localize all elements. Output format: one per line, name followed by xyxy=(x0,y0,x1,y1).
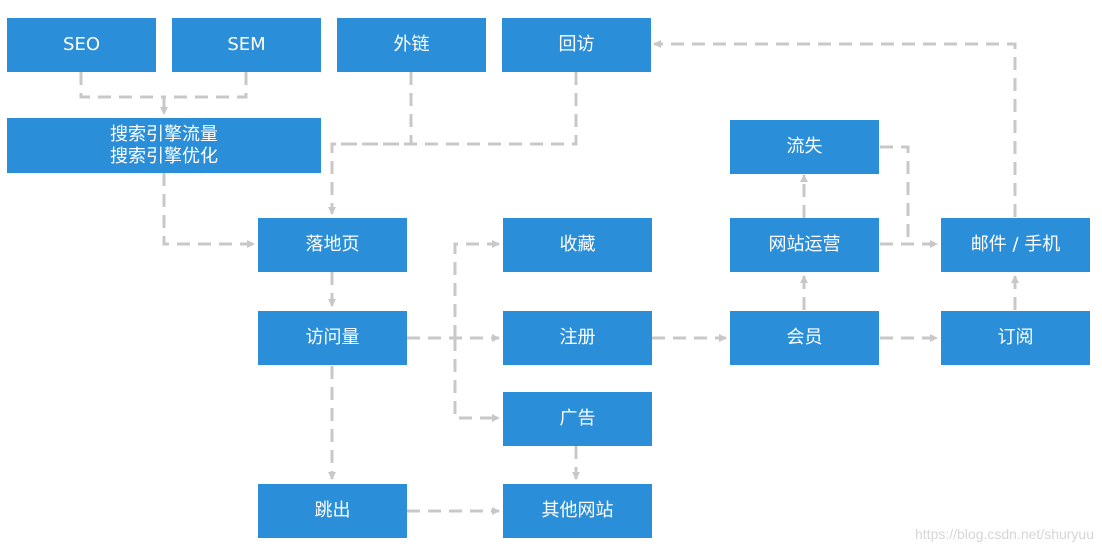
node-register: 注册 xyxy=(503,311,652,365)
node-member: 会员 xyxy=(730,311,879,365)
node-other-sites: 其他网站 xyxy=(503,484,652,538)
node-subscribe: 订阅 xyxy=(941,311,1090,365)
node-bounce: 跳出 xyxy=(258,484,407,538)
edge-revisit-to-landing-page xyxy=(332,72,578,146)
node-churn: 流失 xyxy=(730,120,879,174)
watermark: https://blog.csdn.net/shuryuu xyxy=(915,526,1094,542)
edge-seo-merge xyxy=(79,72,164,99)
node-sem: SEM xyxy=(172,18,321,72)
node-search-engine: 搜索引擎流量 搜索引擎优化 xyxy=(7,118,321,173)
node-landing-page: 落地页 xyxy=(258,218,407,272)
node-ads: 广告 xyxy=(503,392,652,446)
edge-traffic-to-favorites xyxy=(453,240,500,338)
edge-search-engine-to-landing-page xyxy=(162,173,255,248)
edge-churn-to-email-mobile xyxy=(880,145,910,244)
node-favorites: 收藏 xyxy=(503,218,652,272)
node-seo: SEO xyxy=(7,18,156,72)
node-revisit: 回访 xyxy=(502,18,651,72)
node-traffic: 访问量 xyxy=(258,311,407,365)
node-external-links: 外链 xyxy=(337,18,486,72)
edge-sem-merge xyxy=(164,72,248,99)
edge-email-mobile-to-revisit xyxy=(653,40,1017,217)
node-site-operation: 网站运营 xyxy=(730,218,879,272)
edge-traffic-to-ads xyxy=(453,338,500,422)
node-email-mobile: 邮件 / 手机 xyxy=(941,218,1090,272)
